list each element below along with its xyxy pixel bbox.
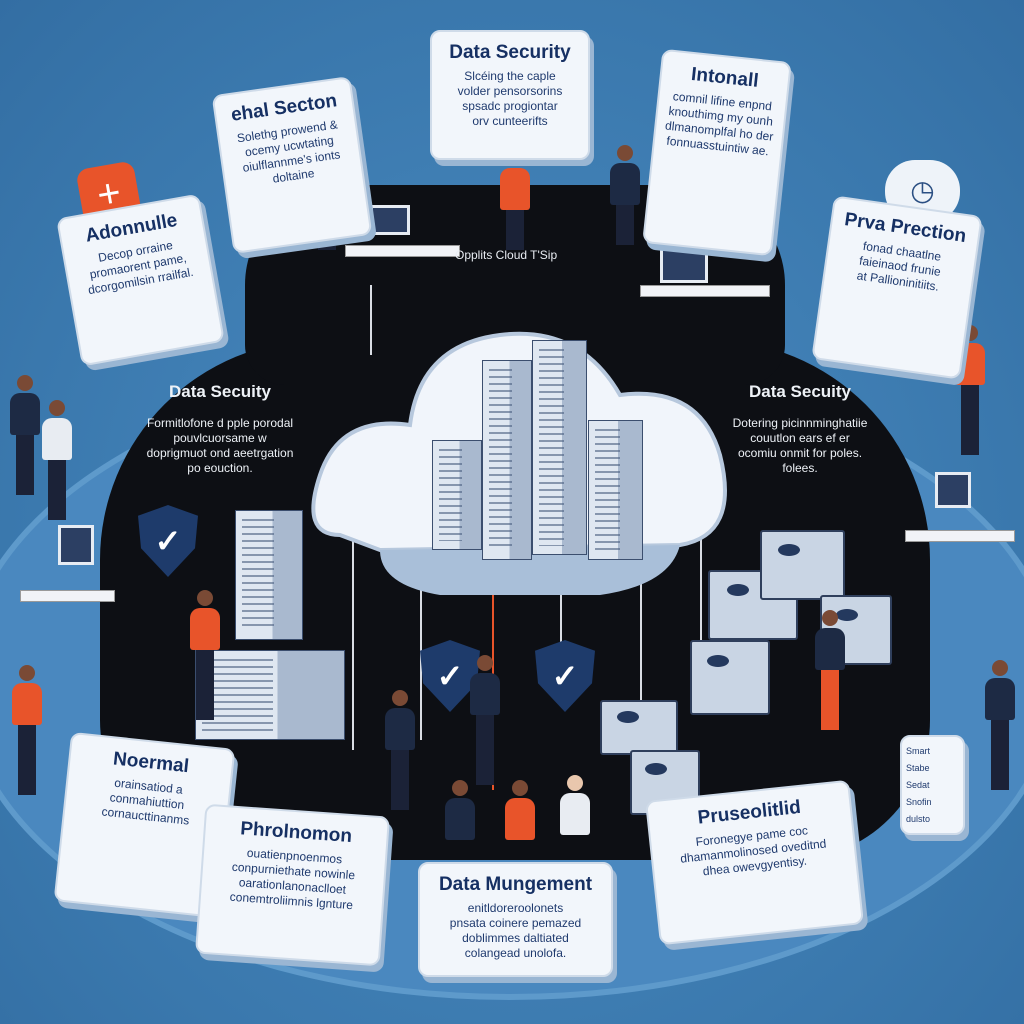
person bbox=[385, 690, 415, 810]
card-prva-prection: Prva Prection fonad chaatlne faieinaod f… bbox=[811, 195, 983, 380]
desk bbox=[20, 590, 115, 602]
storage-box bbox=[708, 570, 798, 640]
text-line: volder pensorsorins bbox=[457, 84, 563, 98]
text-line: pouvlcuorsame w bbox=[173, 431, 267, 445]
person bbox=[815, 610, 845, 730]
monitor bbox=[58, 525, 94, 565]
card-phrolnomon: Phrolnomon ouatienpnoenmos conpurniethat… bbox=[194, 803, 391, 967]
server-stack bbox=[235, 510, 303, 640]
storage-box bbox=[600, 700, 678, 755]
card-adonnulle: Adonnulle Decop orraine promaorent pame,… bbox=[56, 193, 225, 367]
checklist-item: Snofin bbox=[906, 797, 932, 807]
right-panel-title: Data Secuity bbox=[748, 382, 852, 401]
checklist-item: Smart bbox=[906, 746, 931, 756]
connector-line bbox=[560, 580, 562, 700]
card-ehal-secton: ehal Secton Solethg prowend & ocemy ucwt… bbox=[211, 76, 373, 254]
desk bbox=[905, 530, 1015, 542]
server-rack bbox=[482, 360, 532, 560]
cloud-label: Opplits Cloud T'Sip bbox=[455, 248, 558, 262]
monitor bbox=[370, 205, 410, 235]
monitor bbox=[660, 245, 708, 283]
connector-line bbox=[700, 500, 702, 650]
person bbox=[505, 780, 535, 840]
connector-line bbox=[370, 285, 372, 355]
text-line: Formitlofone d pple porodal bbox=[146, 416, 294, 430]
left-panel-text: Data Secuity Formitlofone d pple porodal… bbox=[120, 382, 320, 476]
text-line: couutlon ears ef er bbox=[750, 431, 850, 445]
card-pruseolitlid: Pruseolitlid Foronegye pame coc dhamanmo… bbox=[644, 779, 865, 946]
monitor bbox=[935, 472, 971, 508]
person bbox=[610, 145, 640, 245]
desk bbox=[640, 285, 770, 297]
storage-box bbox=[760, 530, 845, 600]
right-panel-text: Data Secuity Dotering picinnminghatiie c… bbox=[700, 382, 900, 476]
card-data-security: Data Security Slcéing the caple volder p… bbox=[430, 30, 590, 160]
server-rack bbox=[588, 420, 643, 560]
text-line: ocomiu onmit for poles. bbox=[737, 446, 863, 460]
checklist-item: Sedat bbox=[906, 780, 930, 790]
text-line: Slcéing the caple bbox=[464, 69, 556, 83]
person bbox=[955, 325, 985, 455]
person bbox=[560, 775, 590, 835]
server-rack bbox=[432, 440, 482, 550]
storage-box bbox=[690, 640, 770, 715]
text-line: Dotering picinnminghatiie bbox=[732, 416, 868, 430]
server-rack bbox=[532, 340, 587, 555]
connector-line bbox=[352, 520, 354, 750]
text-line: po eouction. bbox=[187, 461, 253, 475]
text-line: spsadc progiontar bbox=[462, 99, 558, 113]
person bbox=[470, 655, 500, 785]
person bbox=[985, 660, 1015, 790]
card-title: Data Mungement bbox=[438, 874, 593, 895]
person bbox=[12, 665, 42, 795]
text-line: orv cunteerifts bbox=[472, 114, 548, 128]
person bbox=[190, 590, 220, 720]
text-line: folees. bbox=[782, 461, 818, 475]
text-line: pnsata coinere pemazed bbox=[449, 916, 582, 930]
text-line: enitldoreroolonets bbox=[467, 901, 564, 915]
person bbox=[500, 150, 530, 250]
text-line: colangead unolofa. bbox=[464, 946, 567, 960]
card-title: Data Security bbox=[449, 42, 571, 63]
card-checklist: Smart Stabe Sedat Snofin dulsto bbox=[900, 735, 965, 835]
checklist-item: Stabe bbox=[906, 763, 930, 773]
card-data-management: Data Mungement enitldoreroolonets pnsata… bbox=[418, 862, 613, 977]
checklist-item: dulsto bbox=[906, 814, 931, 824]
left-panel-title: Data Secuity bbox=[168, 382, 272, 401]
connector-line bbox=[420, 560, 422, 740]
person bbox=[42, 400, 72, 520]
text-line: doprigmuot ond aeetrgation bbox=[146, 446, 294, 460]
connector-line bbox=[640, 540, 642, 740]
person bbox=[445, 780, 475, 840]
text-line: doblimmes daltiated bbox=[462, 931, 569, 945]
person bbox=[10, 375, 40, 495]
card-intonall: Intonall comnil lifine enpnd knouthimg m… bbox=[642, 48, 792, 257]
desk bbox=[345, 245, 460, 257]
